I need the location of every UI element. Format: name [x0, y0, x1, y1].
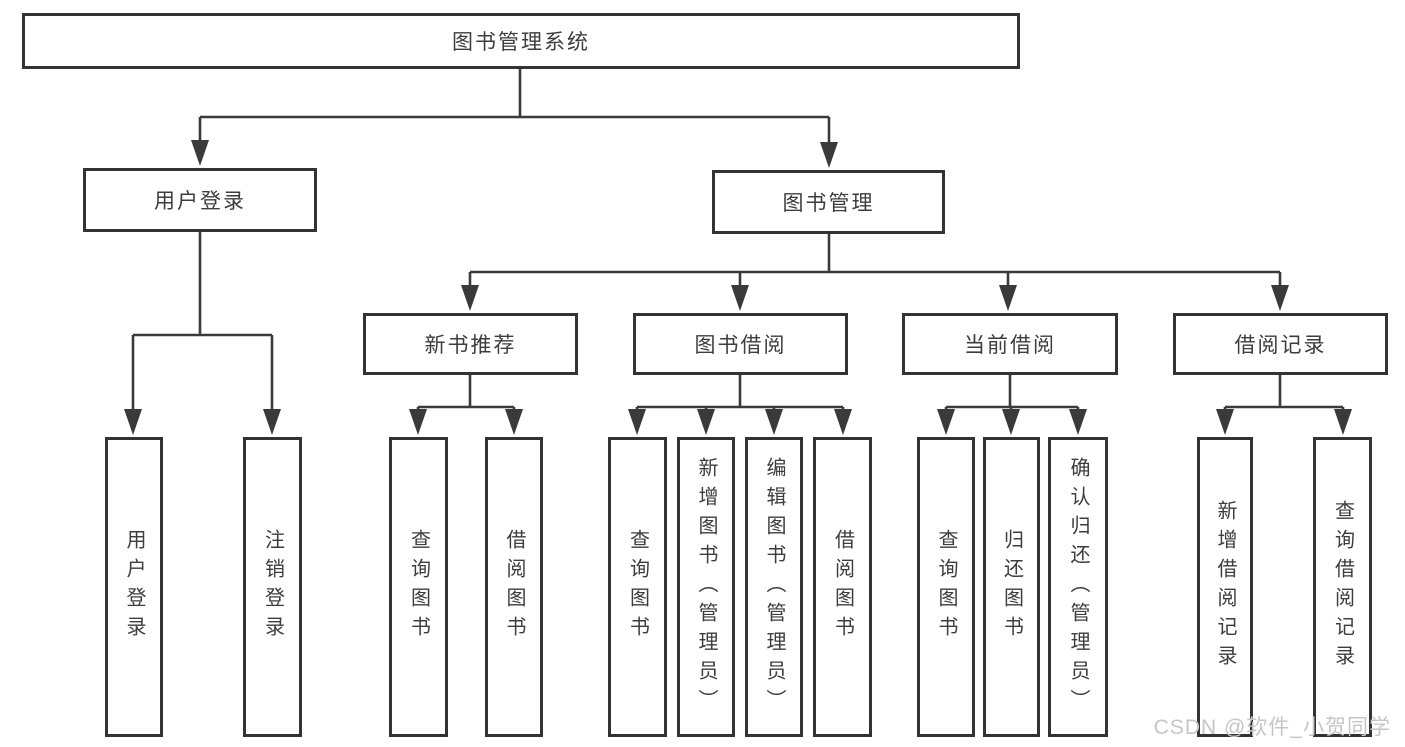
- node-root: 图书管理系统: [22, 13, 1020, 69]
- leaf-label: 查询借阅记录: [1331, 500, 1354, 674]
- leaf-label: 注销登录: [261, 529, 284, 645]
- leaf-label: 用户登录: [123, 529, 145, 645]
- leaf-label: 归还图书: [1000, 529, 1023, 645]
- leaf-label: 新增借阅记录: [1214, 500, 1236, 674]
- node-leaf-nb-borrow-book: 借阅图书: [485, 437, 543, 737]
- leaf-label: 借阅图书: [503, 529, 525, 645]
- node-leaf-bb-borrow-book: 借阅图书: [813, 437, 872, 737]
- node-leaf-bb-query-book: 查询图书: [608, 437, 667, 737]
- node-book-borrow: 图书借阅: [633, 313, 848, 375]
- node-current-borrow: 当前借阅: [902, 313, 1118, 375]
- leaf-label: 查询图书: [935, 529, 957, 645]
- node-borrow-records: 借阅记录: [1173, 313, 1388, 375]
- node-leaf-cb-query-book: 查询图书: [917, 437, 975, 737]
- node-leaf-user-login: 用户登录: [105, 437, 163, 737]
- leaf-label: 编辑图书（管理员）: [763, 456, 785, 718]
- arrowhead-icons: [124, 140, 1352, 435]
- node-new-book-recommend: 新书推荐: [363, 313, 578, 375]
- csdn-watermark: CSDN @软件_小贺同学: [1153, 716, 1391, 739]
- node-leaf-br-query-record: 查询借阅记录: [1313, 437, 1372, 737]
- node-book-management: 图书管理: [712, 170, 945, 234]
- leaf-label: 查询图书: [626, 529, 649, 645]
- node-user-login: 用户登录: [83, 168, 317, 232]
- leaf-label: 查询图书: [407, 529, 430, 645]
- node-leaf-bb-edit-book: 编辑图书（管理员）: [745, 437, 803, 737]
- leaf-label: 新增图书（管理员）: [695, 456, 717, 718]
- node-leaf-cb-confirm-return: 确认归还（管理员）: [1048, 437, 1108, 737]
- node-leaf-bb-add-book: 新增图书（管理员）: [677, 437, 735, 737]
- node-leaf-cb-return-book: 归还图书: [983, 437, 1040, 737]
- leaf-label: 借阅图书: [831, 529, 854, 645]
- node-leaf-logout: 注销登录: [243, 437, 302, 737]
- node-leaf-nb-query-book: 查询图书: [389, 437, 448, 737]
- node-leaf-br-add-record: 新增借阅记录: [1197, 437, 1253, 737]
- leaf-label: 确认归还（管理员）: [1067, 456, 1089, 718]
